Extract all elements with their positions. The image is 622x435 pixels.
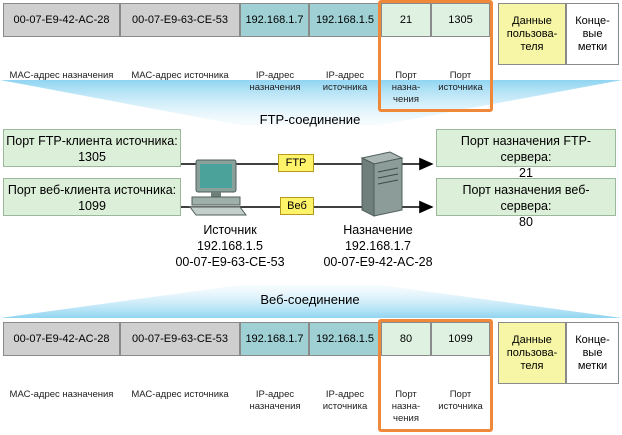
ftp-client-port-label: Порт FTP-клиента источника:: [6, 134, 178, 148]
bottom-label-src-ip: IP-адрес источника: [322, 389, 368, 412]
ftp-connection-title: FTP-соединение: [259, 112, 361, 127]
top-label-dst-port: Порт назна-чения: [391, 70, 421, 105]
destination-title: Назначение: [343, 223, 413, 237]
top-src-mac: 00-07-E9-63-CE-53: [120, 3, 240, 37]
top-label-src-mac: МАС-адрес источника: [131, 70, 229, 81]
destination-mac: 00-07-E9-42-AC-28: [323, 255, 433, 269]
ftp-server-port-label: Порт назначения FTP-сервера:: [460, 134, 592, 164]
source-ip: 192.168.1.5: [196, 239, 264, 253]
source-mac: 00-07-E9-63-CE-53: [175, 255, 285, 269]
web-connection-title: Веб-соединение: [260, 292, 360, 307]
web-client-port-box: Порт веб-клиента источника: 1099: [3, 178, 181, 216]
bottom-label-dst-mac: МАС-адрес назначения: [9, 389, 114, 400]
top-src-port: 1305: [431, 3, 490, 37]
top-label-src-port: Порт источника: [438, 70, 483, 93]
bottom-dst-port: 80: [381, 322, 431, 356]
web-client-port-value: 1099: [78, 199, 106, 213]
source-computer-icon: [189, 159, 247, 216]
destination-ip: 192.168.1.7: [344, 239, 412, 253]
bottom-user-data: Данные пользова-теля: [498, 322, 566, 384]
top-user-data: Данные пользова-теля: [498, 3, 566, 65]
bottom-trailer: Конце-вые метки: [566, 322, 619, 384]
bottom-dst-ip: 192.168.1.7: [240, 322, 309, 356]
web-server-port-box: Порт назначения веб-сервера: 80: [436, 178, 616, 229]
top-label-dst-ip: IP-адрес назначения: [249, 70, 301, 93]
web-server-port-value: 80: [519, 215, 533, 229]
source-info: Источник 192.168.1.5 00-07-E9-63-CE-53: [160, 222, 300, 270]
bottom-label-src-mac: МАС-адрес источника: [131, 389, 229, 400]
top-trailer: Конце-вые метки: [566, 3, 619, 65]
top-dst-mac: 00-07-E9-42-AC-28: [3, 3, 120, 37]
bottom-ports-highlight: [378, 319, 493, 432]
top-label-dst-mac: МАС-адрес назначения: [9, 70, 114, 81]
top-src-ip: 192.168.1.5: [309, 3, 381, 37]
bottom-label-dst-port: Порт назна-чения: [391, 389, 421, 424]
ftp-tag: FTP: [278, 154, 314, 172]
source-title: Источник: [203, 223, 257, 237]
bottom-dst-mac: 00-07-E9-42-AC-28: [3, 322, 120, 356]
top-label-src-ip: IP-адрес источника: [322, 70, 368, 93]
ftp-client-port-box: Порт FTP-клиента источника: 1305: [3, 129, 181, 167]
bottom-src-mac: 00-07-E9-63-CE-53: [120, 322, 240, 356]
web-server-port-label: Порт назначения веб-сервера:: [462, 183, 590, 213]
top-ports-highlight: [378, 0, 493, 112]
top-dst-ip: 192.168.1.7: [240, 3, 309, 37]
bottom-src-ip: 192.168.1.5: [309, 322, 381, 356]
destination-server-icon: [360, 151, 404, 217]
ftp-server-port-box: Порт назначения FTP-сервера: 21: [436, 129, 616, 180]
bottom-label-src-port: Порт источника: [438, 389, 483, 412]
ftp-server-port-value: 21: [519, 166, 533, 180]
top-dst-port: 21: [381, 3, 431, 37]
bottom-src-port: 1099: [431, 322, 490, 356]
ftp-client-port-value: 1305: [78, 150, 106, 164]
web-tag: Веб: [280, 197, 314, 215]
web-client-port-label: Порт веб-клиента источника:: [7, 183, 177, 197]
destination-info: Назначение 192.168.1.7 00-07-E9-42-AC-28: [308, 222, 448, 270]
bottom-label-dst-ip: IP-адрес назначения: [249, 389, 301, 412]
